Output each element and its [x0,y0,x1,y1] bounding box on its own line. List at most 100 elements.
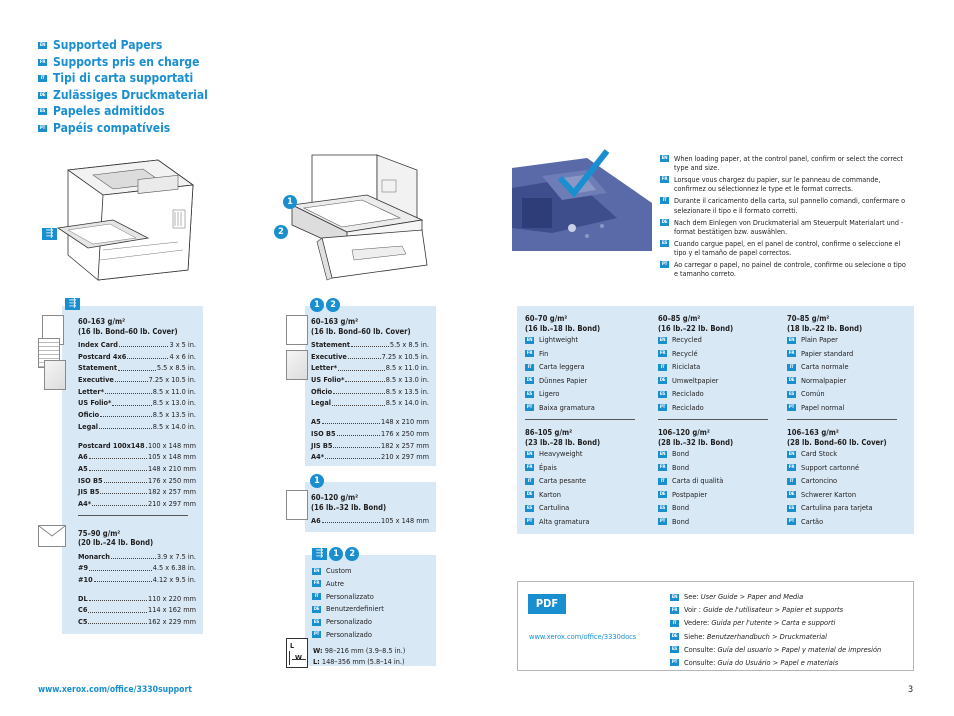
leader-dots [338,362,385,371]
message-text: When loading paper, at the control panel… [674,154,903,173]
tray-badge-2: 2 [274,225,288,239]
size-value: 8.5 x 13.0 in. [152,398,196,408]
size-name: Monarch [78,551,110,561]
title-text: Supports pris en charge [53,54,200,69]
pdf-ref-path: Guía del usuario > Papel y material de i… [717,644,882,654]
size-value: 110 x 220 mm [148,593,196,603]
type-item-text: Cartulina para tarjeta [801,503,873,512]
size-row: A4* 210 x 297 mm [78,498,196,510]
pdf-ref-path: User Guide > Paper and Media [700,592,804,601]
pdf-reference-box [517,581,914,671]
custom-tray-icon: ⇶ [312,548,327,560]
diagram-w-label: W [295,654,302,662]
type-item-text: Bond [672,503,690,512]
pdf-ref-prefix: Consulte: [684,657,718,667]
size-name: Executive [78,375,114,385]
size-value: 3.9 x 7.5 in. [156,551,196,561]
size-value: 8.5 x 13.0 in. [385,375,429,385]
leader-dots [93,574,152,583]
lang-badge-pt: PT [525,404,534,411]
custom-item-text: Custom [326,566,352,575]
size-value: 114 x 162 mm [148,605,196,615]
type-item-text: Dünnes Papier [539,375,588,385]
leader-dots [112,397,152,406]
type-item-text: Recyclé [672,348,698,358]
title-text: Tipi di carta supportati [53,71,194,85]
title-text: Supported Papers [53,38,163,52]
type-item-text: Baixa gramatura [539,402,595,412]
pdf-ref-path: Benutzerhandbuch > Druckmaterial [706,631,827,641]
message-text: Cuando cargue papel, en el panel de cont… [674,238,901,258]
custom-item-text: Benutzerdefiniert [326,604,384,614]
lang-badge-es: ES [658,504,667,512]
transparency-sheet-icon-2 [286,350,308,380]
lang-badge-it: IT [312,593,321,601]
size-name: #9 [78,563,89,573]
lang-badge-pt: PT [660,261,669,269]
transparency-sheet-icon [44,360,66,390]
type-item-text: Papel normal [801,402,845,412]
type-item-text: Karton [539,489,561,499]
lang-badge-fr: FR [658,464,667,471]
size-value: 3 x 5 in. [169,340,196,349]
bypass-spec: 60–163 g/m² (16 lb. Bond–60 lb. Cover) I… [78,317,196,628]
leader-dots [114,374,148,383]
docs-url-link[interactable]: www.xerox.com/office/3330docs [529,632,637,641]
type-separator [525,419,635,420]
trays-panel-badge-1: 1 [310,298,324,312]
leader-dots [347,351,381,359]
type-item-text: Card Stock [801,449,838,458]
type-weight-sub: (28 lb.–32 lb. Bond) [658,437,734,447]
type-weight: 60–70 g/m² [525,314,568,323]
size-name: A4* [78,498,92,508]
custom-item-text: Personalizado [326,629,372,639]
bypass-weight-sub: (16 lb. Bond–60 lb. Cover) [78,326,178,336]
lang-badge-de: DE [670,633,679,641]
size-value: 176 x 250 mm [148,475,196,485]
type-item-text: Lightweight [539,335,579,344]
type-item-text: Heavyweight [539,449,583,458]
type-item-text: Postpapier [672,489,708,499]
lang-badge-de: DE [525,377,534,384]
lang-badge-fr: FR [787,350,796,357]
leader-dots [100,409,152,418]
type-item-text: Recycled [672,335,702,344]
size-row: US Folio*8.5 x 13.0 in. [78,397,196,409]
size-value: 105 x 148 mm [381,516,429,525]
type-item-text: Carta pesante [539,476,587,485]
size-value: 210 x 297 mm [148,498,196,508]
leader-dots [89,562,152,571]
support-url-link[interactable]: www.xerox.com/office/3330support [38,685,192,695]
title-text: Zulässiges Druckmaterial [53,87,208,102]
size-name: US Folio* [311,375,345,385]
size-value: 8.5 x 13.5 in. [152,410,196,420]
pdf-ref-path: Guide de l'utilisateur > Papier et suppo… [703,605,844,615]
type-weight-sub: (23 lb.–28 lb. Bond) [525,437,601,447]
tray1-weight: 60–120 g/m² [311,493,359,502]
type-weight-sub: (16 lb.–22 lb. Bond) [658,323,734,333]
size-name: Letter* [311,363,338,373]
